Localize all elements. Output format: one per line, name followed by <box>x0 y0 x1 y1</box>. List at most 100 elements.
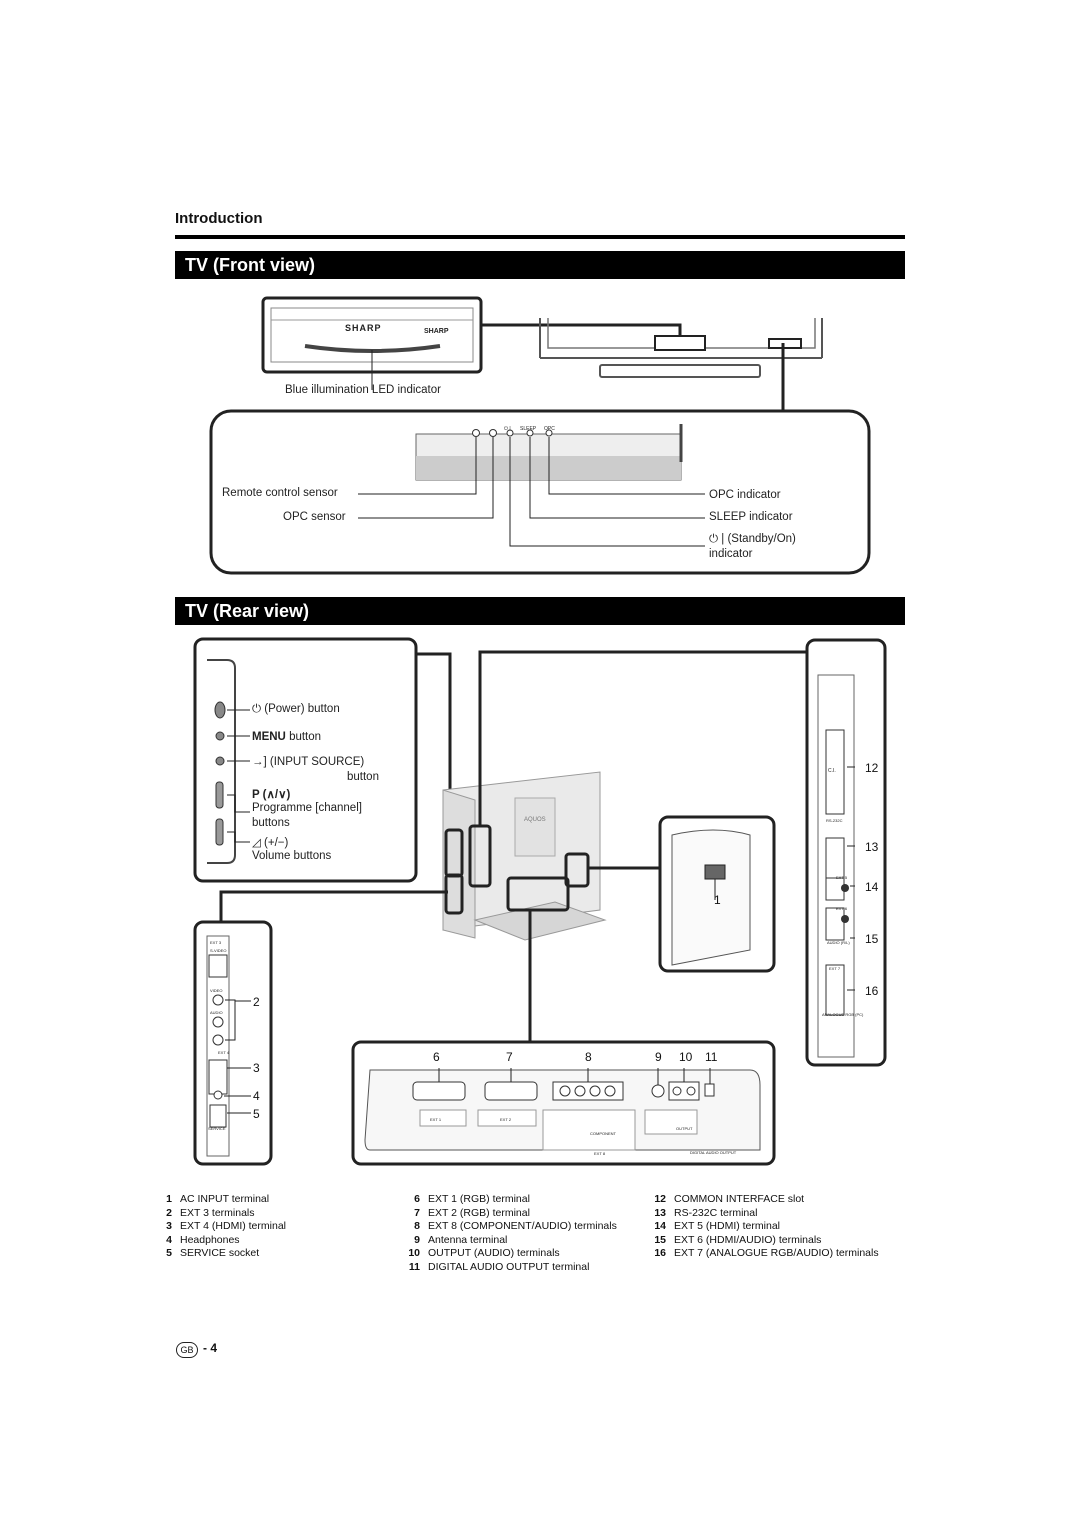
rear-view-diagram <box>193 637 887 1166</box>
menu-button-label: MENU button <box>252 731 321 743</box>
legend-num: 4 <box>166 1233 172 1246</box>
callout-6: 6 <box>433 1050 440 1064</box>
audio-mark: AUDIO <box>210 1010 223 1015</box>
digital-mark: DIGITAL AUDIO OUTPUT <box>690 1150 737 1155</box>
legend-num: 11 <box>408 1260 420 1273</box>
ext4-mark: EXT 4 <box>218 1050 230 1055</box>
legend-text: OUTPUT (AUDIO) terminals <box>428 1247 560 1259</box>
callout-3: 3 <box>253 1061 260 1075</box>
panel-mark-power: ⏻ | <box>504 426 511 432</box>
legend-num: 1 <box>166 1193 172 1205</box>
panel-mark-sleep: SLEEP <box>520 426 537 432</box>
output-mark: OUTPUT <box>676 1126 693 1131</box>
legend-text: EXT 2 (RGB) terminal <box>428 1206 530 1219</box>
programme-label: P (∧/∨) <box>252 789 291 801</box>
volume-label-2: Volume buttons <box>252 850 332 862</box>
legend-text: EXT 3 terminals <box>180 1206 255 1219</box>
programme-label-2: Programme [channel] <box>252 802 362 814</box>
analogue-mark: ANALOGUE RGB (PC) <box>822 1012 864 1017</box>
legend-num: 14 <box>654 1220 666 1232</box>
legend-text: DIGITAL AUDIO OUTPUT terminal <box>428 1260 590 1273</box>
legend-text: EXT 8 (COMPONENT/AUDIO) terminals <box>428 1220 617 1232</box>
callout-13: 13 <box>865 840 879 854</box>
callout-16: 16 <box>865 984 879 998</box>
rear-view-heading: TV (Rear view) <box>175 597 905 625</box>
callout-11: 11 <box>705 1050 718 1064</box>
legend-item: 1 AC INPUT terminal <box>152 1193 382 1207</box>
led-indicator-label: Blue illumination LED indicator <box>285 384 441 396</box>
callout-2: 2 <box>253 995 260 1009</box>
legend-num: 10 <box>408 1247 420 1259</box>
callout-1: 1 <box>714 893 721 907</box>
aquos-rear-logo: AQUOS <box>524 817 546 823</box>
callout-8: 8 <box>585 1050 592 1064</box>
svideo-mark: S-VIDEO <box>210 948 227 953</box>
legend-text: EXT 5 (HDMI) terminal <box>674 1220 780 1232</box>
power-button-label: ⏻ (Power) button <box>252 703 340 715</box>
menu-bold: MENU <box>252 731 286 743</box>
programme-label-3: buttons <box>252 817 290 829</box>
legend-text: EXT 1 (RGB) terminal <box>428 1193 530 1205</box>
standby-label-2: indicator <box>709 548 753 560</box>
opc-indicator-label: OPC indicator <box>709 489 781 501</box>
front-view-heading: TV (Front view) <box>175 251 905 279</box>
section-rule <box>175 235 905 239</box>
input-source-label: →] (INPUT SOURCE) <box>252 756 365 768</box>
legend-item: 14 EXT 5 (HDMI) terminal <box>646 1220 908 1234</box>
service-mark: SERVICE <box>208 1126 226 1131</box>
component-mark: COMPONENT <box>590 1131 616 1136</box>
ext5-mark: EXT 5 <box>836 875 848 880</box>
ext8-mark: EXT 8 <box>594 1151 606 1156</box>
sharp-logo-zoom: SHARP <box>345 323 382 333</box>
menu-rest: button <box>285 731 322 743</box>
legend-num: 3 <box>166 1220 172 1232</box>
legend-num: 9 <box>414 1233 420 1246</box>
legend-text: RS-232C terminal <box>674 1206 758 1219</box>
standby-label: ⏻ | (Standby/On) <box>709 533 796 545</box>
ext2-mark: EXT 2 <box>500 1117 512 1122</box>
page-number: - 4 <box>203 1341 218 1355</box>
panel-mark-opc: OPC <box>544 426 555 432</box>
legend-text: Antenna terminal <box>428 1233 508 1246</box>
legend-num: 5 <box>166 1247 172 1259</box>
volume-label: ◿ (+/−) <box>252 837 289 849</box>
legend-text: EXT 4 (HDMI) terminal <box>180 1220 286 1232</box>
legend-text: AC INPUT terminal <box>180 1193 270 1205</box>
ext1-mark: EXT 1 <box>430 1117 442 1122</box>
ext7-mark: EXT 7 <box>829 966 841 971</box>
legend-num: 13 <box>654 1206 666 1219</box>
legend-item: 5 SERVICE socket <box>152 1247 382 1261</box>
ext6-mark: EXT 6 <box>836 906 848 911</box>
legend-text: SERVICE socket <box>180 1247 260 1259</box>
legend-num: 16 <box>654 1247 666 1259</box>
callout-15: 15 <box>865 932 879 946</box>
callout-7: 7 <box>506 1050 513 1064</box>
legend-text: Headphones <box>180 1233 240 1246</box>
callout-5: 5 <box>253 1107 260 1121</box>
opc-sensor-label: OPC sensor <box>283 511 346 523</box>
legend-num: 6 <box>414 1193 420 1205</box>
video-mark: VIDEO <box>210 988 223 993</box>
legend-item: 3 EXT 4 (HDMI) terminal <box>152 1220 382 1234</box>
legend-text: EXT 7 (ANALOGUE RGB/AUDIO) terminals <box>674 1247 879 1259</box>
section-title: Introduction <box>175 210 263 227</box>
legend-item: 4 Headphones <box>152 1234 382 1248</box>
legend-num: 15 <box>654 1233 666 1246</box>
callout-14: 14 <box>865 880 879 894</box>
callout-9: 9 <box>655 1050 662 1064</box>
legend-item: 13 RS-232C terminal <box>646 1207 908 1221</box>
legend-item: 11 DIGITAL AUDIO OUTPUT terminal <box>400 1261 650 1275</box>
callout-12: 12 <box>865 761 879 775</box>
ci-mark: C.I. <box>828 768 836 774</box>
sharp-logo-text: SHARP <box>424 328 449 335</box>
legend-num: 12 <box>654 1193 666 1205</box>
front-view-diagram <box>209 296 871 575</box>
